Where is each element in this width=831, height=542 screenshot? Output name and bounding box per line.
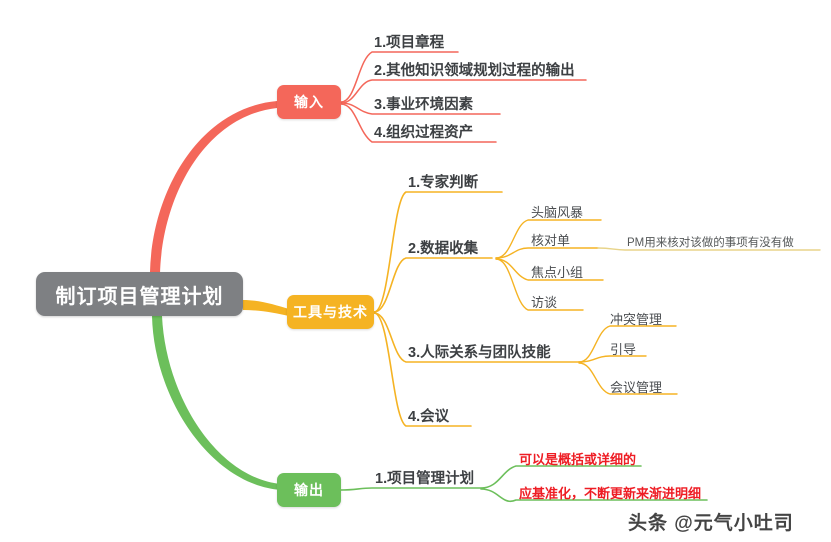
leaf-data-collection-2[interactable]: 核对单 — [531, 231, 570, 247]
leaf-input-4[interactable]: 4.组织过程资产 — [374, 122, 473, 140]
watermark-label: 头条 @元气小吐司 — [628, 513, 794, 534]
trunk-tools — [243, 300, 289, 316]
branch-node-tools-label: 工具与技术 — [293, 304, 368, 320]
leaf-data-collection-4-label: 访谈 — [531, 295, 558, 310]
leaf-interpersonal-2-label: 引导 — [610, 342, 637, 357]
leaf-input-4-label: 4.组织过程资产 — [374, 124, 474, 141]
leaf-input-2-label: 2.其他知识领域规划过程的输出 — [374, 62, 575, 79]
leaf-input-1[interactable]: 1.项目章程 — [374, 32, 444, 50]
root-node-label: 制订项目管理计划 — [55, 285, 224, 308]
leaf-pmp-note-2[interactable]: 应基准化，不断更新来渐进明细 — [519, 484, 701, 500]
watermark: 头条 @元气小吐司 — [628, 508, 794, 535]
leaf-interpersonal-2[interactable]: 引导 — [610, 340, 636, 356]
leaf-data-collection-1-label: 头脑风暴 — [531, 205, 584, 220]
leaf-data-collection-2-label: 核对单 — [531, 233, 571, 248]
leaf-interpersonal-3-label: 会议管理 — [610, 380, 663, 395]
root-node[interactable]: 制订项目管理计划 — [36, 272, 243, 316]
leaf-input-3[interactable]: 3.事业环境因素 — [374, 94, 473, 112]
leaf-tools-3[interactable]: 3.人际关系与团队技能 — [408, 342, 551, 360]
leaf-interpersonal-1[interactable]: 冲突管理 — [610, 310, 662, 326]
branch-node-output[interactable]: 输出 — [277, 473, 341, 507]
leaf-output-1-label: 1.项目管理计划 — [375, 470, 475, 487]
leaf-tools-2[interactable]: 2.数据收集 — [408, 238, 478, 256]
leaf-data-collection-4[interactable]: 访谈 — [531, 293, 557, 309]
trunk-input — [150, 101, 277, 274]
leaf-data-collection-1[interactable]: 头脑风暴 — [531, 203, 583, 219]
leaf-tools-1[interactable]: 1.专家判断 — [408, 172, 478, 190]
leaf-pmp-note-2-label: 应基准化，不断更新来渐进明细 — [519, 486, 702, 501]
output-connector — [340, 487, 482, 491]
leaf-pmp-note-1-label: 可以是概括或详细的 — [519, 452, 637, 467]
leaf-tools-4-label: 4.会议 — [408, 408, 450, 425]
branch-node-output-label: 输出 — [294, 482, 324, 498]
leaf-tools-4[interactable]: 4.会议 — [408, 406, 449, 424]
trunk-output — [152, 316, 281, 490]
branch-node-tools[interactable]: 工具与技术 — [287, 295, 374, 329]
branch-node-input[interactable]: 输入 — [277, 85, 341, 119]
leaf-input-1-label: 1.项目章程 — [374, 34, 445, 51]
leaf-data-collection-3[interactable]: 焦点小组 — [531, 263, 583, 279]
leaf-interpersonal-3[interactable]: 会议管理 — [610, 378, 662, 394]
branch-node-input-label: 输入 — [294, 94, 324, 110]
leaf-data-collection-3-label: 焦点小组 — [531, 265, 584, 280]
leaf-tools-1-label: 1.专家判断 — [408, 174, 479, 191]
note-checklist: PM用来核对该做的事项有没有做 — [627, 235, 794, 249]
leaf-tools-2-label: 2.数据收集 — [408, 240, 479, 257]
leaf-input-3-label: 3.事业环境因素 — [374, 96, 474, 113]
note-checklist-label: PM用来核对该做的事项有没有做 — [627, 236, 794, 249]
leaf-input-2[interactable]: 2.其他知识领域规划过程的输出 — [374, 60, 575, 78]
leaf-pmp-note-1[interactable]: 可以是概括或详细的 — [519, 450, 636, 466]
leaf-interpersonal-1-label: 冲突管理 — [610, 312, 663, 327]
leaf-tools-3-label: 3.人际关系与团队技能 — [408, 344, 551, 361]
leaf-output-1[interactable]: 1.项目管理计划 — [375, 468, 474, 486]
